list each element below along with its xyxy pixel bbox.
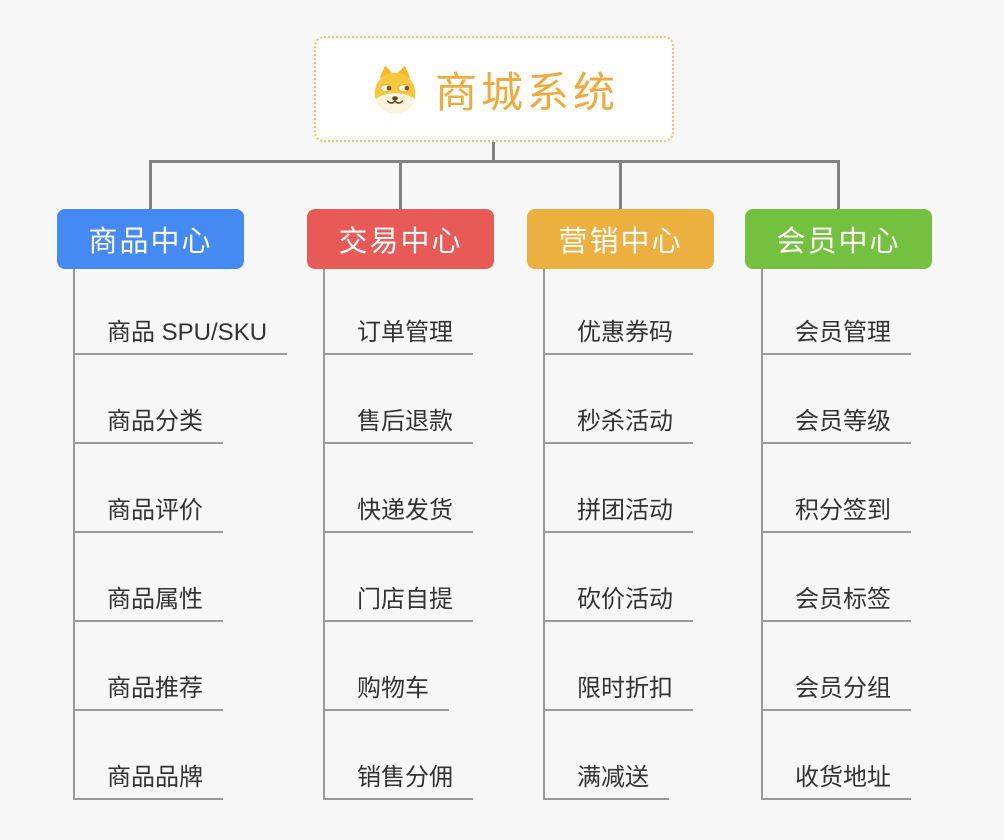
leaf-node-bargain-event[interactable]: 砍价活动 [543, 582, 693, 622]
root-node-label: 商城系统 [434, 68, 619, 116]
connector-root-stub [492, 141, 495, 162]
branch-spine-line [73, 269, 75, 800]
branch-node-product-center[interactable]: 商品中心 [57, 209, 244, 269]
branch-node-member-center[interactable]: 会员中心 [745, 209, 932, 269]
root-node-mall-system[interactable]: 商城系统 [314, 36, 674, 142]
connector-trunk [149, 160, 840, 163]
branch-column-trade-center: 交易中心 订单管理 售后退款 快递发货 门店自提 购物车 销售分佣 [307, 209, 567, 809]
dog-face-icon [374, 65, 416, 114]
connector-branch-stub [399, 160, 402, 209]
leaf-node-full-reduction[interactable]: 满减送 [543, 760, 669, 800]
leaf-node-express-delivery[interactable]: 快递发货 [323, 493, 473, 533]
leaf-node-time-discount[interactable]: 限时折扣 [543, 671, 693, 711]
leaf-node-store-pickup[interactable]: 门店自提 [323, 582, 473, 622]
leaf-node-shipping-address[interactable]: 收货地址 [761, 760, 911, 800]
branch-spine-line [323, 269, 325, 800]
connector-branch-stub [149, 160, 152, 209]
leaf-node-order-management[interactable]: 订单管理 [323, 315, 473, 355]
leaf-node-product-brand[interactable]: 商品品牌 [73, 760, 223, 800]
branch-spine-line [543, 269, 545, 800]
leaf-node-member-management[interactable]: 会员管理 [761, 315, 911, 355]
leaf-node-product-attribute[interactable]: 商品属性 [73, 582, 223, 622]
leaf-node-product-category[interactable]: 商品分类 [73, 404, 223, 444]
leaf-node-group-buy[interactable]: 拼团活动 [543, 493, 693, 533]
branch-node-marketing-center[interactable]: 营销中心 [527, 209, 714, 269]
leaf-node-flash-sale[interactable]: 秒杀活动 [543, 404, 693, 444]
leaf-node-product-spu-sku[interactable]: 商品 SPU/SKU [73, 315, 288, 355]
leaf-node-sales-commission[interactable]: 销售分佣 [323, 760, 473, 800]
leaf-node-member-level[interactable]: 会员等级 [761, 404, 911, 444]
leaf-node-coupon-code[interactable]: 优惠券码 [543, 315, 693, 355]
leaf-node-product-recommend[interactable]: 商品推荐 [73, 671, 223, 711]
leaf-node-points-checkin[interactable]: 积分签到 [761, 493, 911, 533]
connector-branch-stub [619, 160, 622, 209]
leaf-node-product-review[interactable]: 商品评价 [73, 493, 223, 533]
leaf-node-shopping-cart[interactable]: 购物车 [323, 671, 449, 711]
leaf-node-aftersale-refund[interactable]: 售后退款 [323, 404, 473, 444]
branch-column-product-center: 商品中心 商品 SPU/SKU 商品分类 商品评价 商品属性 商品推荐 商品品牌 [57, 209, 317, 809]
branch-column-marketing-center: 营销中心 优惠券码 秒杀活动 拼团活动 砍价活动 限时折扣 满减送 [527, 209, 787, 809]
branch-column-member-center: 会员中心 会员管理 会员等级 积分签到 会员标签 会员分组 收货地址 [745, 209, 1004, 809]
leaf-node-member-group[interactable]: 会员分组 [761, 671, 911, 711]
connector-branch-stub [837, 160, 840, 209]
leaf-node-member-tag[interactable]: 会员标签 [761, 582, 911, 622]
branch-node-trade-center[interactable]: 交易中心 [307, 209, 494, 269]
branch-spine-line [761, 269, 763, 800]
